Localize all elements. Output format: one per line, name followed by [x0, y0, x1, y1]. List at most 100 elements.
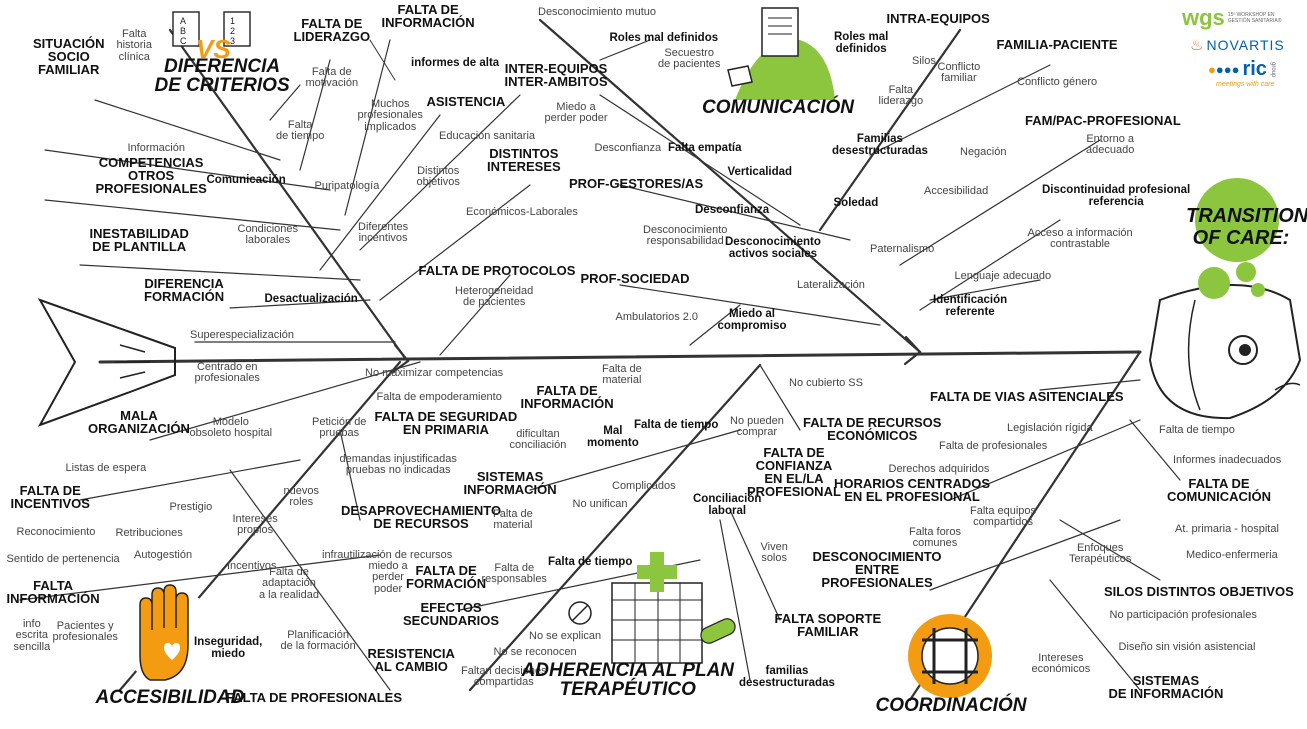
- category-heading: COMUNICACIÓN: [702, 96, 854, 118]
- wgs-tagline-1: 15º WORKSHOP EN: [1227, 12, 1275, 18]
- oric-logo: ●●●● ric group meetings with care: [1208, 58, 1276, 88]
- cause-branch-heading: FALTA DE FORMACIÓN: [406, 563, 487, 591]
- cause-item: Falta de tiempo: [276, 118, 325, 143]
- sub-cause-heading: informes de alta: [411, 57, 500, 69]
- cause-item: Entorno a adecuado: [1086, 132, 1135, 157]
- cause-item: Heterogeneidad de pacientes: [455, 284, 534, 309]
- cause-branch-heading: SISTEMAS INFORMACIÓN: [463, 469, 557, 497]
- cause-item: Planificación de la formación: [280, 628, 356, 653]
- cause-branch-heading: SITUACIÓN SOCIO FAMILIAR: [33, 35, 105, 77]
- sub-cause-heading: Desconfianza: [695, 204, 770, 216]
- cause-branch-heading: ASISTENCIA: [426, 93, 506, 109]
- cause-item: Autogestión: [134, 549, 193, 561]
- svg-text:3: 3: [230, 36, 235, 46]
- cause-item: Accesibilidad: [924, 185, 989, 197]
- sub-cause-heading: Falta empatía: [668, 142, 742, 154]
- cause-item: Retribuciones: [115, 527, 183, 539]
- cause-item: Lenguaje adecuado: [954, 270, 1052, 282]
- sub-cause-heading: Identificación referente: [933, 294, 1008, 319]
- cause-item: Desconocimiento responsabilidad: [643, 223, 728, 248]
- cause-branch-heading: FALTA DE LIDERAZGO: [293, 16, 371, 44]
- cause-item: Falta historia clínica: [116, 27, 152, 63]
- sub-cause-heading: Inseguridad, miedo: [194, 636, 263, 661]
- cause-branch-heading: EFECTOS SECUNDARIOS: [403, 600, 500, 628]
- cause-branch-heading: INTER-EQUIPOS INTER-AMBITOS: [504, 61, 608, 89]
- cause-branch-heading: FALTA DE PROFESIONALES: [226, 689, 402, 705]
- sub-cause-heading: Roles mal definidos: [609, 32, 719, 44]
- sub-cause-heading: Conciliación laboral: [693, 493, 762, 518]
- novartis-wordmark: NOVARTIS: [1206, 37, 1285, 53]
- cause-branch-heading: PROF-GESTORES/as: [569, 175, 704, 191]
- svg-text:C: C: [180, 36, 187, 46]
- sub-cause-heading: familias desestructuradas: [739, 665, 835, 690]
- cause-item: Educación sanitaria: [439, 130, 536, 142]
- cause-item: Legislación rígida: [1007, 422, 1093, 434]
- cause-item: Conflicto familiar: [937, 60, 981, 85]
- cause-item: Superespecialización: [190, 329, 294, 341]
- cause-branch-heading: SISTEMAS DE INFORMACIÓN: [1108, 673, 1224, 701]
- cause-branch-heading: MALA ORGANIZACIÓN: [88, 408, 190, 436]
- cause-item: Condiciones laborales: [237, 222, 299, 247]
- cause-item: Listas de espera: [65, 462, 147, 474]
- diagram-title: TRANSITIONS OF CARE:: [1186, 205, 1307, 249]
- cause-branch-heading: FALTA DE PROTOCOLOS: [418, 262, 576, 278]
- novartis-logo: ♨ NOVARTIS: [1190, 36, 1285, 54]
- svg-text:2: 2: [230, 26, 235, 36]
- cause-item: Silos: [912, 55, 936, 67]
- sub-cause-heading: Mal momento: [587, 425, 639, 450]
- sub-cause-heading: Verticalidad: [727, 166, 793, 178]
- cause-branch-heading: DISTINTOS INTERESES: [487, 146, 561, 174]
- cause-item: No pueden comprar: [730, 414, 784, 439]
- cause-item: Acceso a información contrastable: [1027, 226, 1133, 251]
- cause-item: Económicos-Laborales: [466, 206, 578, 218]
- sub-cause-heading: Desactualización: [264, 293, 358, 305]
- cause-item: Falta de profesionales: [939, 440, 1048, 452]
- cause-item: Faltan decisiones compartidas: [461, 664, 547, 689]
- cause-item: Intereses propios: [232, 512, 278, 537]
- cause-item: Falta de material: [602, 362, 642, 387]
- cause-branch-heading: FALTA INFORMACIÓN: [6, 578, 100, 606]
- sub-cause-heading: Comunicación: [206, 174, 286, 186]
- sub-cause-heading: Falta de tiempo: [634, 419, 719, 431]
- cause-item: Falta de tiempo: [1159, 424, 1235, 436]
- cause-branch-heading: FALTA DE SEGURIDAD EN PRIMARIA: [374, 409, 518, 437]
- cause-item: Informes inadecuados: [1173, 454, 1282, 466]
- svg-text:B: B: [180, 26, 186, 36]
- cause-branch-heading: FAM/PAC-PROFESIONAL: [1025, 112, 1181, 128]
- cause-branch-heading: SILOS DISTINTOS OBJETIVOS: [1104, 583, 1294, 599]
- cause-item: Miedo a perder poder: [544, 100, 608, 125]
- cause-branch-heading: HORARIOS CENTRADOS EN EL PROFESIONAL: [834, 476, 991, 504]
- cause-branch-heading: INESTABILIDAD DE PLANTILLA: [89, 226, 189, 254]
- cause-branch-heading: PROF-SOCIEDAD: [580, 270, 690, 286]
- sub-cause-heading: Falta de tiempo: [548, 556, 633, 568]
- cause-branch-heading: FALTA DE INFORMACIÓN: [520, 383, 614, 411]
- cause-item: Prestigio: [169, 501, 213, 513]
- cause-item: Falta de motivación: [305, 65, 359, 90]
- cause-item: Derechos adquiridos: [888, 463, 990, 475]
- cause-item: Paternalismo: [870, 243, 935, 255]
- sub-cause-heading: Soledad: [833, 197, 879, 209]
- cause-item: Puripatología: [314, 180, 380, 192]
- cause-item: Negación: [960, 146, 1007, 158]
- cause-item: At. primaria - hospital: [1175, 523, 1279, 535]
- oric-group-label: group: [1269, 61, 1276, 78]
- cause-item: Complicados: [612, 480, 676, 492]
- cause-item: infrautilización de recursos: [322, 549, 453, 561]
- cause-item: No participación profesionales: [1109, 609, 1257, 621]
- cause-item: Pacientes y profesionales: [52, 619, 118, 644]
- cause-item: Ambulatorios 2.0: [615, 311, 699, 323]
- sub-cause-heading: Roles mal definidos: [834, 31, 889, 56]
- category-heading: ADHERENCIA AL PLAN TERAPÉUTICO: [521, 660, 735, 700]
- category-heading: COORDINACIÓN: [875, 694, 1027, 716]
- cause-item: Conflicto género: [1017, 76, 1098, 88]
- cause-branch-heading: FALTA DE RECURSOS ECONÓMICOS: [803, 415, 942, 443]
- cause-item: Muchos profesionales implicados: [357, 97, 423, 133]
- cause-item: miedo a perder poder: [368, 559, 408, 595]
- sub-cause-heading: Desconocimiento activos sociales: [725, 236, 821, 261]
- cause-item: Reconocimiento: [16, 526, 96, 538]
- cause-item: Sentido de pertenencia: [6, 553, 120, 565]
- category-heading: DIFERENCIA DE CRITERIOS: [154, 56, 290, 96]
- cause-item: No se explican: [529, 630, 602, 642]
- cause-item: Falta liderazgo: [878, 83, 924, 108]
- cause-item: Lateralización: [797, 279, 865, 291]
